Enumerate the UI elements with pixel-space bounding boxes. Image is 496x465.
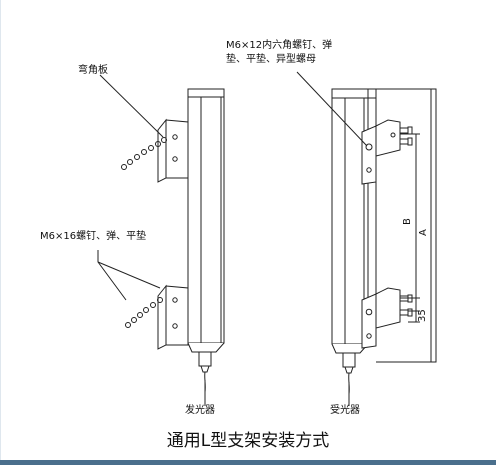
dimension-label-35: 35	[417, 309, 428, 322]
diagram-caption: 通用L型支架安装方式	[166, 431, 330, 451]
dimension-label-a: A	[418, 229, 429, 236]
emitter-leader-lines	[97, 74, 206, 406]
receiver-upper-bracket	[361, 119, 413, 185]
label-screw-m6x16: M6×16螺钉、弹、平垫	[40, 229, 146, 242]
emitter-lower-bracket	[125, 284, 189, 350]
frame-edge	[0, 0, 1, 465]
dimension-lines	[376, 88, 437, 363]
dimension-label-b: B	[402, 218, 413, 225]
label-screw-m6x12-line2: 垫、平垫、异型螺母	[226, 52, 316, 65]
emitter-upper-bracket	[121, 118, 189, 183]
receiver-leader-lines	[296, 71, 368, 406]
label-bracket-plate: 弯角板	[78, 63, 108, 76]
label-emitter: 发光器	[185, 403, 215, 416]
receiver-lower-bracket	[361, 287, 413, 349]
label-screw-m6x12-line1: M6×12内六角螺钉、弹	[226, 38, 332, 51]
emitter-body	[187, 88, 225, 393]
bottom-accent-bar	[0, 460, 496, 465]
label-receiver: 受光器	[330, 403, 360, 416]
